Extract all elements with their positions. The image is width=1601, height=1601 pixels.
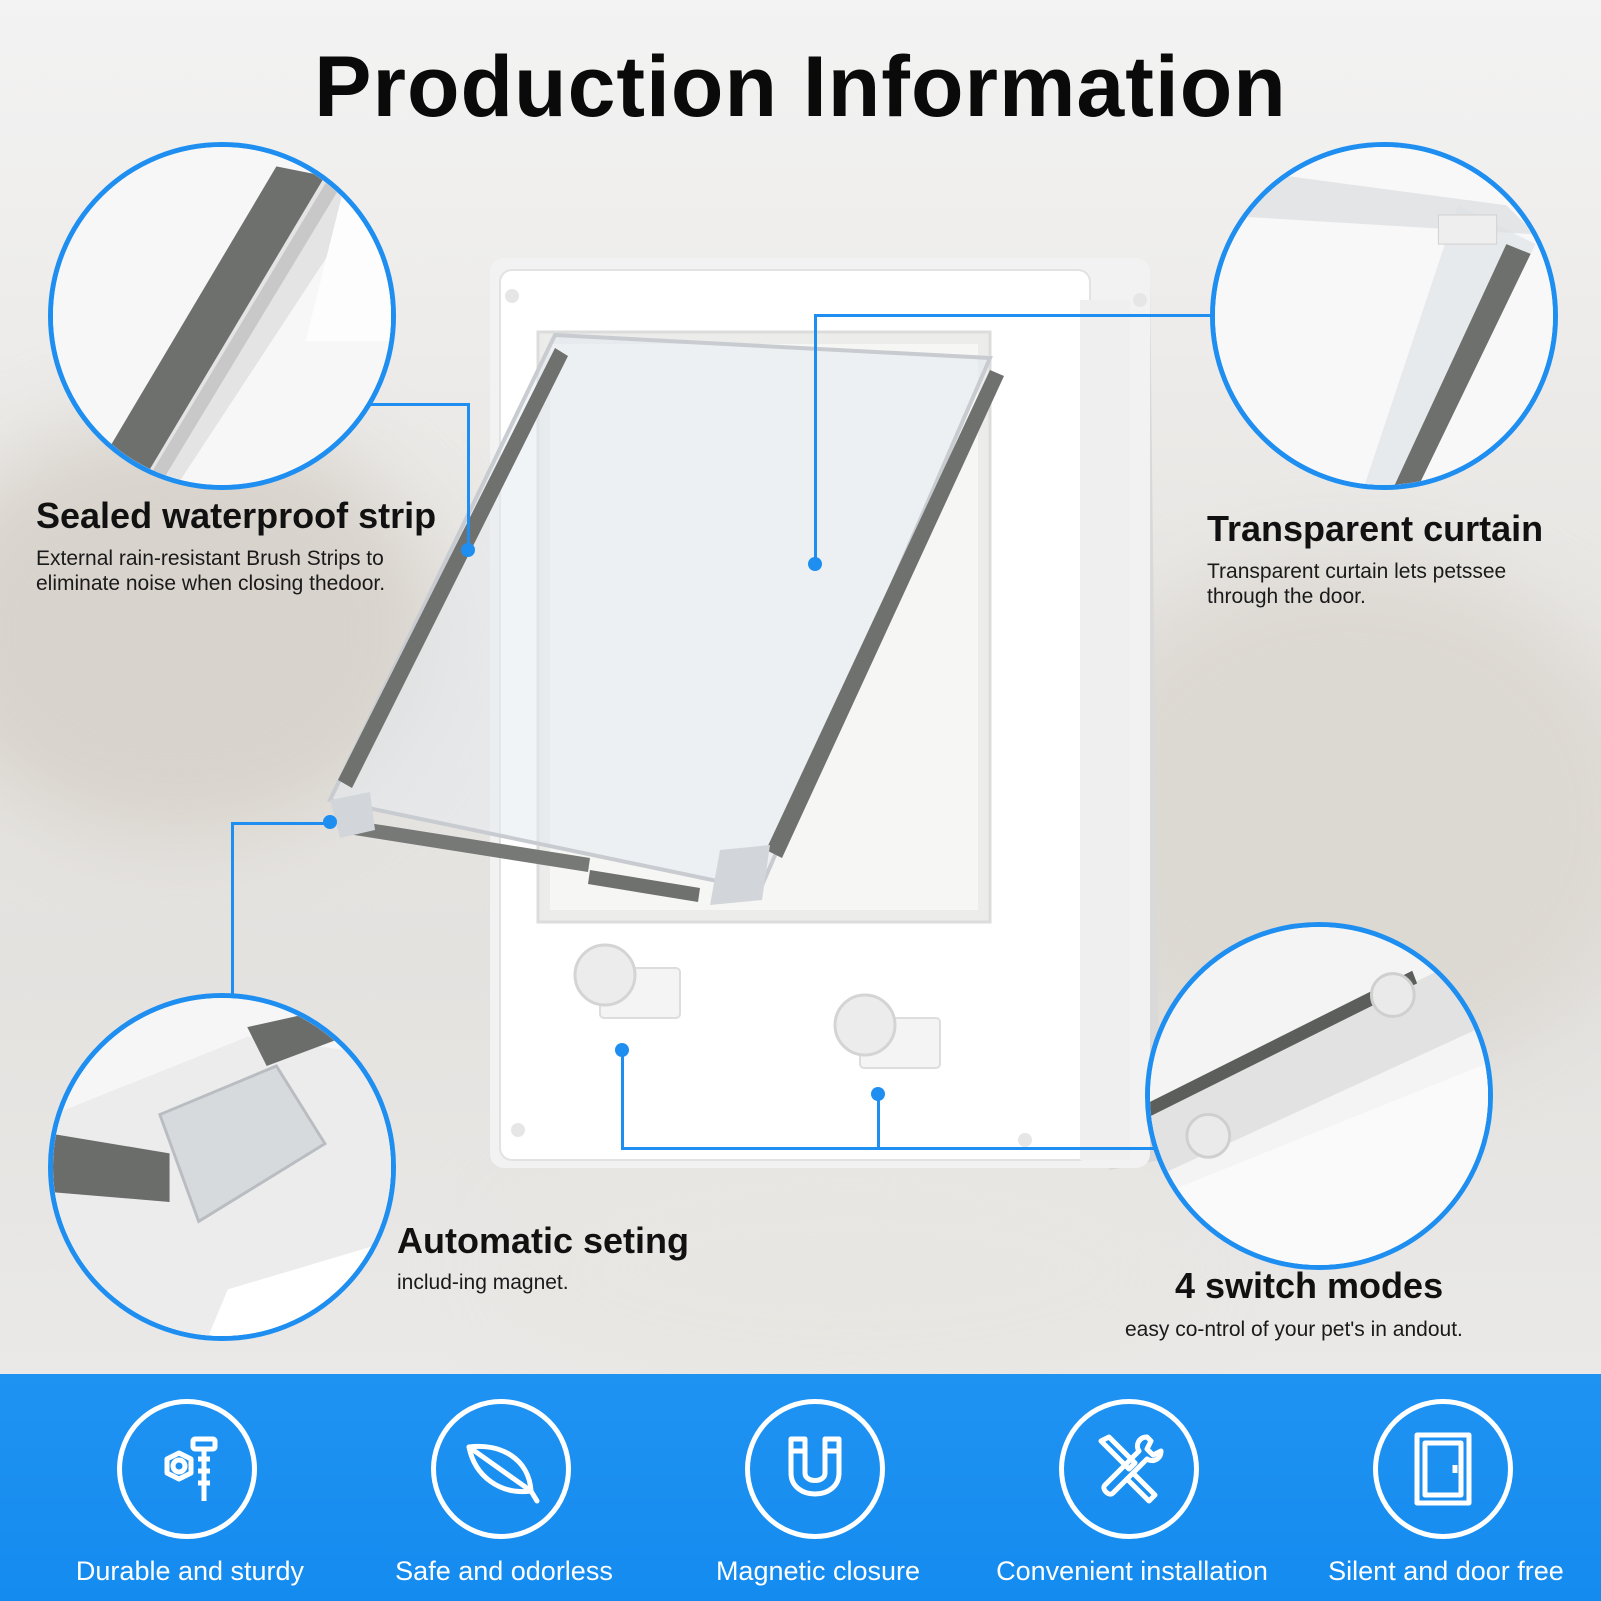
features-bar: Durable and sturdy Safe and odorless Mag… — [0, 1374, 1601, 1601]
pet-door-product-image — [300, 240, 1200, 1190]
callout-line-switch — [621, 1147, 1161, 1150]
feature-installation: Convenient installation — [972, 1374, 1292, 1601]
callout-line-curtain — [814, 314, 817, 564]
callout-dot-switch — [615, 1043, 629, 1057]
callout-dot-curtain — [808, 557, 822, 571]
callout-line-sealed — [467, 403, 470, 548]
callout-line-curtain — [814, 314, 1214, 317]
feature-desc-curtain: Transparent curtain lets petssee through… — [1207, 560, 1507, 608]
feature-desc-switch: easy co-ntrol of your pet's in andout. — [1125, 1318, 1463, 1341]
feature-title-sealed: Sealed waterproof strip — [36, 495, 437, 536]
feature-title-curtain: Transparent curtain — [1207, 508, 1544, 549]
feature-label: Safe and odorless — [395, 1556, 613, 1586]
bolt-nut-icon — [117, 1399, 257, 1539]
feature-safe: Safe and odorless — [344, 1374, 664, 1601]
callout-dot-sealed — [461, 543, 475, 557]
feature-title-switch: 4 switch modes — [1175, 1265, 1444, 1306]
callout-line-automatic — [231, 822, 234, 1000]
door-icon — [1373, 1399, 1513, 1539]
page-title: Production Information — [314, 39, 1287, 135]
tools-icon — [1059, 1399, 1199, 1539]
callout-line-sealed — [360, 403, 470, 406]
callout-dot-switch — [871, 1087, 885, 1101]
feature-magnetic: Magnetic closure — [658, 1374, 978, 1601]
detail-circle-magnet-corner — [48, 993, 396, 1341]
leaf-icon — [431, 1399, 571, 1539]
feature-label: Silent and door free — [1328, 1556, 1564, 1586]
callout-line-switch — [877, 1093, 880, 1150]
background-blur — [500, 1150, 1200, 1390]
feature-label: Magnetic closure — [715, 1556, 921, 1586]
callout-dot-automatic — [323, 815, 337, 829]
feature-title-automatic: Automatic seting — [397, 1220, 690, 1261]
feature-silent: Silent and door free — [1286, 1374, 1601, 1601]
feature-durable: Durable and sturdy — [30, 1374, 350, 1601]
detail-circle-switch-knobs — [1145, 922, 1493, 1270]
feature-label: Convenient installation — [996, 1556, 1268, 1586]
detail-circle-brush-strip — [48, 142, 396, 490]
feature-desc-sealed: External rain-resistant Brush Strips to … — [36, 547, 386, 595]
feature-label: Durable and sturdy — [75, 1556, 305, 1586]
feature-desc-automatic: includ-ing magnet. — [397, 1271, 569, 1294]
callout-line-automatic — [231, 822, 331, 825]
magnet-icon — [745, 1399, 885, 1539]
callout-line-switch — [621, 1050, 624, 1150]
detail-circle-curtain — [1210, 142, 1558, 490]
